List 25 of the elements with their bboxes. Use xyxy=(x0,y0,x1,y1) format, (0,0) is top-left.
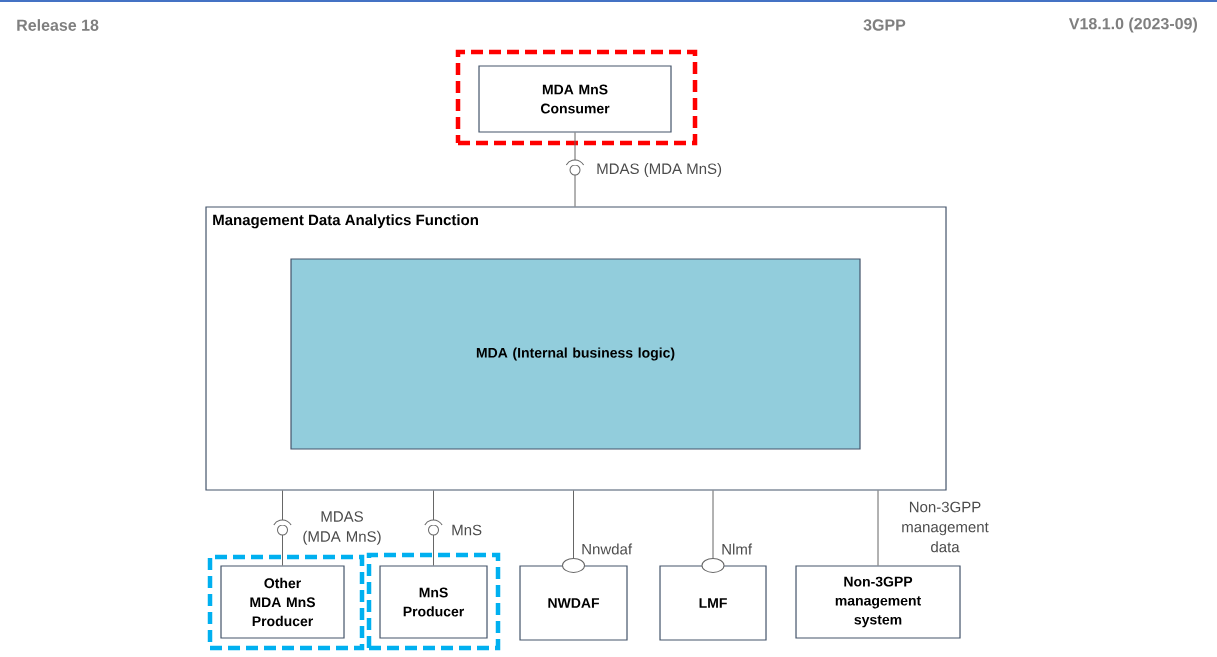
edge-label: MnS xyxy=(452,524,482,536)
connector-line xyxy=(877,490,879,566)
edge-label: Nlmf xyxy=(722,543,753,555)
dashed-highlight-frame xyxy=(455,49,698,146)
function-box: LMF xyxy=(659,565,767,641)
function-box: MDA MnS Consumer xyxy=(478,65,672,133)
function-box: Non-3GPP management system xyxy=(795,565,961,639)
header-text: 3GPP xyxy=(863,19,906,31)
function-box: Other MDA MnS Producer xyxy=(220,565,345,639)
edge-label: Nnwdaf xyxy=(582,543,633,555)
function-box: NWDAF xyxy=(519,565,628,641)
dashed-highlight-frame xyxy=(366,552,501,651)
connector-line xyxy=(562,490,585,573)
logic-box: MDA (Internal business logic) xyxy=(290,258,861,450)
connector-line xyxy=(433,490,434,566)
connector-line xyxy=(282,490,283,566)
function-box: MnS Producer xyxy=(379,565,488,639)
connector-line xyxy=(701,490,725,573)
connector-line xyxy=(574,132,576,207)
header-text: Release 18 xyxy=(17,19,99,31)
header-text: V18.1.0 (2023-09) xyxy=(1068,17,1197,33)
edge-label: Non-3GPP management data xyxy=(902,501,989,553)
dashed-highlight-frame xyxy=(207,554,365,651)
edge-label: MDAS (MDA MnS) xyxy=(597,163,722,177)
edge-label: MDAS (MDA MnS) xyxy=(303,511,381,545)
